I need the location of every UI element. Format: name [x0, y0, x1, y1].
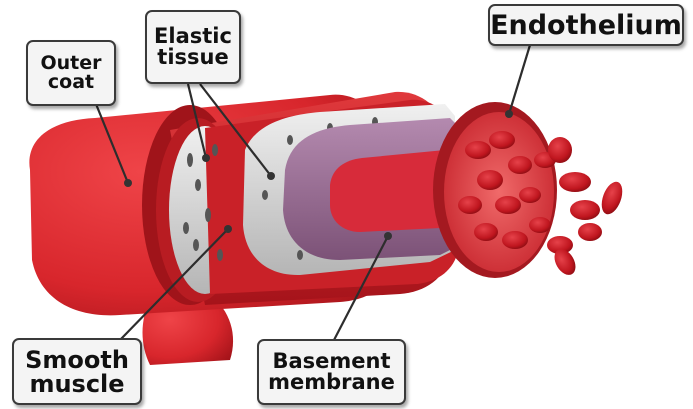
leader-dot	[267, 172, 275, 180]
label-endothelium: Endothelium	[488, 4, 684, 46]
label-endothelium-text: Endothelium	[490, 12, 682, 39]
leader-dot	[124, 179, 132, 187]
label-basement-membrane-line1: Basement	[272, 351, 390, 372]
leader-endothelium	[509, 45, 530, 114]
label-smooth-muscle-line2: muscle	[29, 372, 124, 396]
label-smooth-muscle: Smooth muscle	[12, 338, 142, 405]
label-elastic-tissue-line1: Elastic	[154, 26, 232, 47]
label-basement-membrane-line2: membrane	[268, 372, 395, 393]
leader-dot	[202, 154, 210, 162]
leader-dot	[224, 225, 232, 233]
label-outer-coat: Outer coat	[26, 40, 116, 106]
label-outer-coat-line2: coat	[48, 73, 94, 92]
label-elastic-tissue-line2: tissue	[157, 47, 228, 68]
label-elastic-tissue: Elastic tissue	[145, 10, 241, 84]
label-basement-membrane: Basement membrane	[257, 339, 406, 405]
label-smooth-muscle-line1: Smooth	[25, 348, 129, 372]
leader-dot	[505, 110, 513, 118]
leader-dot	[384, 232, 392, 240]
